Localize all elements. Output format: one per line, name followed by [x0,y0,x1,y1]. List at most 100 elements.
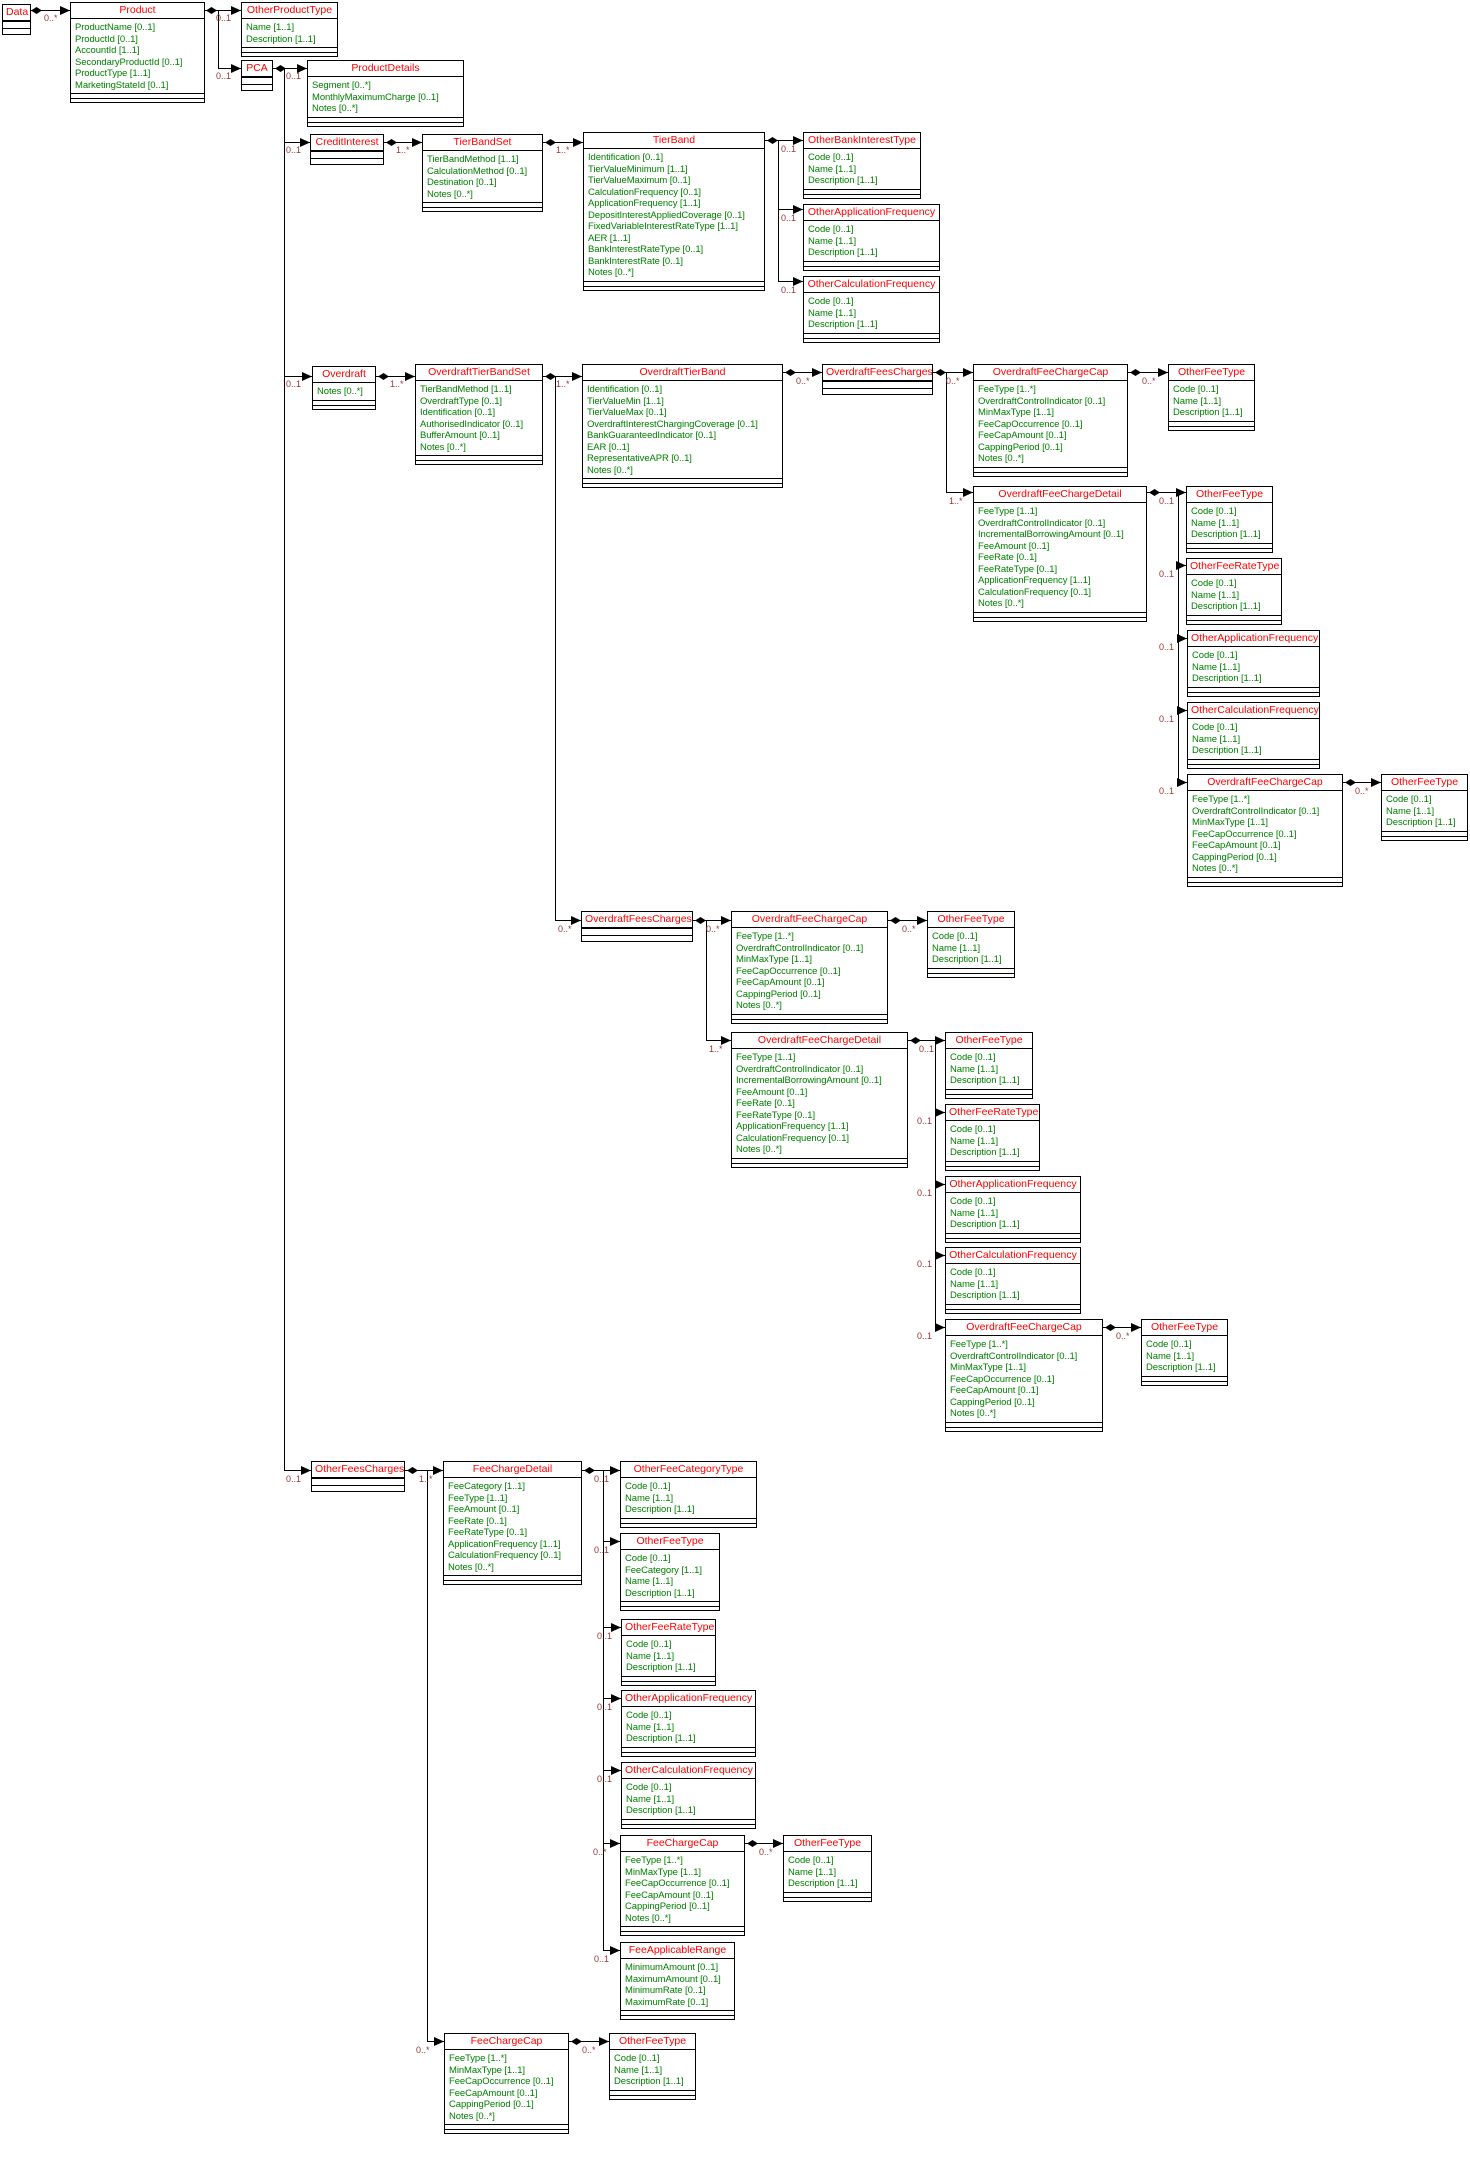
arrowhead-icon [721,1036,731,1045]
entity-attribute: Name [1..1] [1191,589,1240,601]
entity-title: OtherFeeCategoryType [621,1462,756,1478]
cardinality-label: 1..* [556,145,570,155]
operations-compartment [928,967,1014,973]
cardinality-label: 0..1 [594,1954,610,1964]
entity-title: FeeChargeDetail [444,1462,581,1478]
cardinality-label: 0..1 [1159,569,1175,579]
entity-attribute: Notes [0..*] [420,441,466,453]
extra-compartment [71,98,204,102]
entity-attribute: TierValueMaximum [0..1] [588,175,691,186]
arrowhead-icon [963,488,973,497]
entity-title: OtherApplicationFrequency [622,1691,755,1707]
entity-attribute: BankGuaranteedIndicator [0..1] [587,430,717,441]
extra-compartment [445,2129,568,2133]
extra-compartment [928,972,1014,977]
connector-line [555,376,556,920]
operations-compartment [444,1575,581,1580]
arrowhead-icon [1176,488,1186,497]
connector-line [273,68,307,69]
composition-diamond-icon [747,1840,758,1847]
entity-attribute: Description [1..1] [625,1587,695,1599]
extra-compartment [622,1680,715,1685]
entity-attribute: CalculationFrequency [0..1] [736,1132,849,1144]
entity-attribute: BankInterestRateType [0..1] [588,244,704,255]
operations-compartment [732,1013,887,1019]
operations-compartment [946,1088,1032,1094]
entity-attribute: CappingPeriod [0..1] [736,988,821,1000]
entity-title: TierBandSet [423,135,542,151]
entity-attribute: Name [1..1] [625,1576,674,1587]
entity-attribute: CalculationFrequency [0..1] [448,1550,561,1561]
cardinality-label: 0..1 [594,1545,610,1555]
entity-attribute: FeeCapAmount [0..1] [978,430,1067,441]
entity-attribute: Description [1..1] [1191,601,1261,612]
entity-attribute: Code [0..1] [1191,578,1237,589]
entity-title: OtherFeeType [1169,365,1254,381]
cardinality-label: 0..1 [1159,642,1175,652]
cardinality-label: 1..* [390,379,404,389]
entity-attribute: MarketingStateId [0..1] [75,79,169,91]
extra-compartment [242,52,337,56]
composition-diamond-icon [584,1467,595,1474]
connector-line [946,372,947,492]
composition-diamond-icon [1105,1324,1116,1331]
operations-compartment [974,466,1127,472]
extra-compartment [622,1751,755,1756]
entity-title: OtherFeeRateType [622,1620,715,1636]
entity-attributes: Notes [0..*] [313,383,375,400]
entity-title: FeeChargeCap [445,2034,568,2050]
cardinality-label: 0..1 [597,1631,613,1641]
extra-compartment [621,2015,734,2019]
composition-diamond-icon [890,917,901,924]
operations-compartment [621,1517,756,1523]
extra-compartment [583,483,782,487]
entity-attributes: Code [0..1]Name [1..1]Description [1..1] [804,221,939,261]
entity-attribute: FeeCapAmount [0..1] [950,1385,1039,1396]
entity-attributes: FeeType [1..*]OverdraftControlIndicator … [732,928,887,1014]
entity-attribute: OverdraftControlIndicator [0..1] [978,395,1106,407]
entity-attribute: FeeCapAmount [0..1] [736,977,825,988]
entity-attribute: Description [1..1] [808,175,878,186]
composition-diamond-icon [545,373,556,380]
cardinality-label: 0..* [44,13,58,23]
entity-attributes: FeeType [1..*]MinMaxType [1..1]FeeCapOcc… [445,2050,568,2124]
extra-compartment [974,471,1127,476]
cardinality-label: 0..* [593,1847,607,1857]
entity-attribute: FeeAmount [0..1] [448,1504,520,1515]
entity-attribute: Name [1..1] [1146,1350,1195,1362]
cardinality-label: 0..1 [1159,714,1175,724]
entity-attribute: FeeCategory [1..1] [448,1481,525,1492]
arrowhead-icon [297,64,307,73]
connector-line [1343,782,1381,783]
entity-title: OverdraftFeeChargeCap [946,1320,1102,1336]
entity-title: OverdraftFeesCharges [582,912,692,928]
extra-compartment [582,935,692,941]
arrowhead-icon [1177,706,1187,715]
cardinality-label: 0..* [582,2045,596,2055]
composition-diamond-icon [407,1467,418,1474]
entity-attribute: FeeType [1..*] [449,2053,507,2064]
cardinality-label: 0..1 [781,213,797,223]
entity-attribute: Name [1..1] [1192,661,1241,673]
extra-compartment [621,1522,756,1527]
entity-title: OverdraftTierBandSet [416,365,542,381]
extra-compartment [946,1093,1032,1098]
arrowhead-icon [610,1946,620,1955]
entity-attributes: Code [0..1]Name [1..1]Description [1..1] [1188,647,1319,687]
entity-attribute: Notes [0..*] [625,1912,671,1924]
entity-attribute: Notes [0..*] [448,1561,494,1573]
entity-attribute: Destination [0..1] [427,177,497,188]
cardinality-label: 0..1 [917,1331,933,1341]
entity-attribute: MinimumRate [0..1] [625,1985,706,1996]
